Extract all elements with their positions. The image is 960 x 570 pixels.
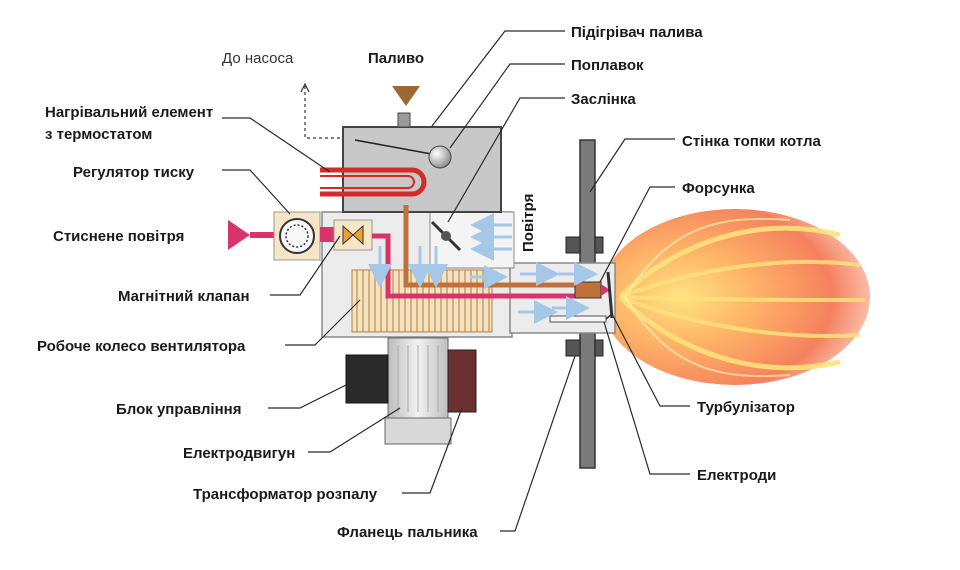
label-damper: Заслінка: [571, 91, 636, 108]
heater-coil: [320, 167, 427, 197]
ignition-transformer: [447, 349, 477, 413]
solenoid-valve: [320, 219, 373, 251]
label-burner-flange: Фланець пальника: [337, 524, 478, 541]
label-compressed-air: Стиснене повітря: [53, 228, 184, 245]
leader-lines: [222, 30, 690, 532]
air-arrows: [368, 213, 598, 324]
label-solenoid-valve: Магнітний клапан: [118, 288, 250, 305]
to-pump-line: [300, 82, 343, 139]
fuel-tank: [342, 112, 502, 213]
label-turbulizer: Турбулізатор: [697, 399, 795, 416]
flange-bolts: [565, 236, 604, 357]
label-fuel: Паливо: [368, 50, 424, 67]
label-pressure-regulator: Регулятор тиску: [73, 164, 195, 181]
electric-motor: [384, 337, 452, 445]
label-electrodes: Електроди: [697, 467, 776, 484]
label-float: Поплавок: [571, 57, 644, 74]
damper: [430, 220, 462, 252]
pressure-regulator: [273, 211, 321, 261]
float: [354, 139, 452, 169]
turbulizer: [606, 271, 614, 319]
label-boiler-wall: Стінка топки котла: [682, 133, 821, 150]
label-control-unit: Блок управління: [116, 401, 241, 418]
label-ignition-transformer: Трансформатор розпалу: [193, 486, 378, 503]
label-heating-element-line2: з термостатом: [45, 126, 152, 143]
control-unit: [345, 354, 389, 404]
label-nozzle: Форсунка: [682, 180, 755, 197]
label-to-pump: До насоса: [222, 50, 294, 67]
label-motor: Електродвигун: [183, 445, 295, 462]
label-air: Повітря: [520, 194, 537, 252]
flame: [600, 209, 870, 385]
label-heating-element-line1: Нагрівальний елемент: [45, 104, 213, 121]
label-fan-impeller: Робоче колесо вентилятора: [37, 338, 246, 355]
fuel-line: [403, 205, 580, 288]
fan-impeller: [351, 269, 493, 333]
fuel-funnel: [392, 86, 420, 106]
compressed-air-inlet: [228, 220, 274, 250]
label-fuel-heater: Підігрівач палива: [571, 24, 703, 41]
